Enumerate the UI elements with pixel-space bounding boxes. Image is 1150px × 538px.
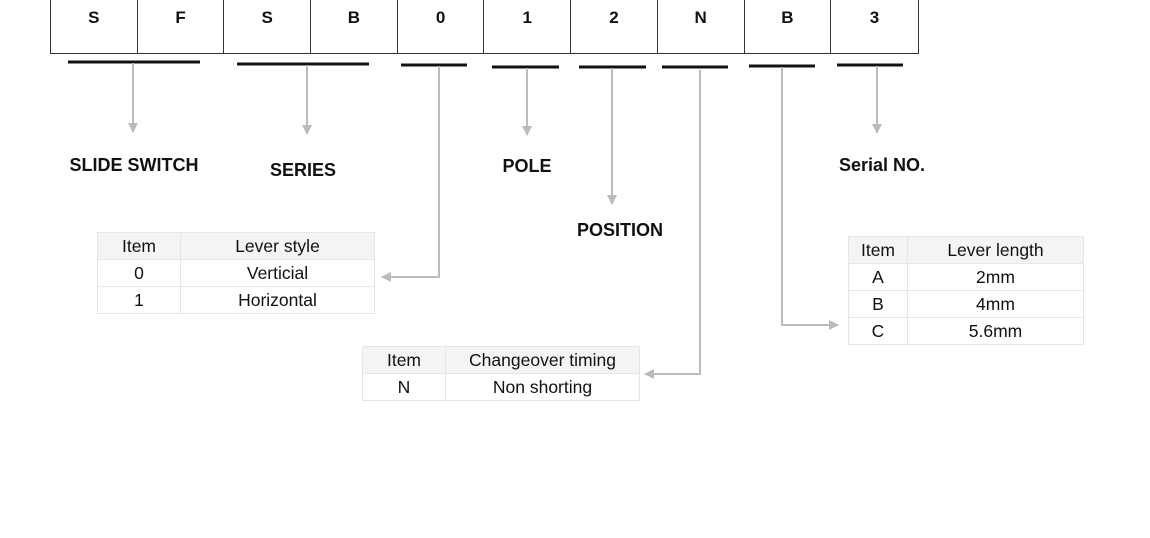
table-cell: C [848,317,908,345]
label-position: POSITION [576,220,664,240]
table-cell: 0 [97,259,181,287]
code-cell: F [138,0,225,53]
header-cell: Item [848,236,908,264]
code-cell: N [658,0,745,53]
underlines [68,60,903,69]
table-cell: Verticial [180,259,375,287]
header-cell: Lever style [180,232,375,260]
part-number-boxes: S F S B 0 1 2 N B 3 [50,0,919,54]
code-cell: 3 [869,8,880,27]
label-slide-switch: SLIDE SWITCH [69,155,199,175]
table-cell: 2mm [907,263,1084,291]
table-cell: 4mm [907,290,1084,318]
code-cell: S [51,0,138,53]
table-cell: A [848,263,908,291]
label-series: SERIES [269,160,337,180]
arrows [128,63,882,379]
code-cell: 1 [484,0,572,53]
table-cell: N [362,373,446,401]
label-pole: POLE [502,156,552,176]
code-cell: 2 [571,0,658,53]
header-cell: Changeover timing [445,346,640,374]
label-serial-no: Serial NO. [838,155,926,175]
header-cell: Item [97,232,181,260]
table-cell: B [848,290,908,318]
header-cell: Item [362,346,446,374]
code-cell: S [224,0,312,53]
code-cell: B [311,0,398,53]
table-cell: 1 [97,286,181,314]
table-cell: Non shorting [445,373,640,401]
code-cell: B [745,0,832,53]
header-cell: Lever length [907,236,1084,264]
table-cell: Horizontal [180,286,375,314]
code-cell: 0 [398,0,485,53]
table-cell: 5.6mm [907,317,1084,345]
